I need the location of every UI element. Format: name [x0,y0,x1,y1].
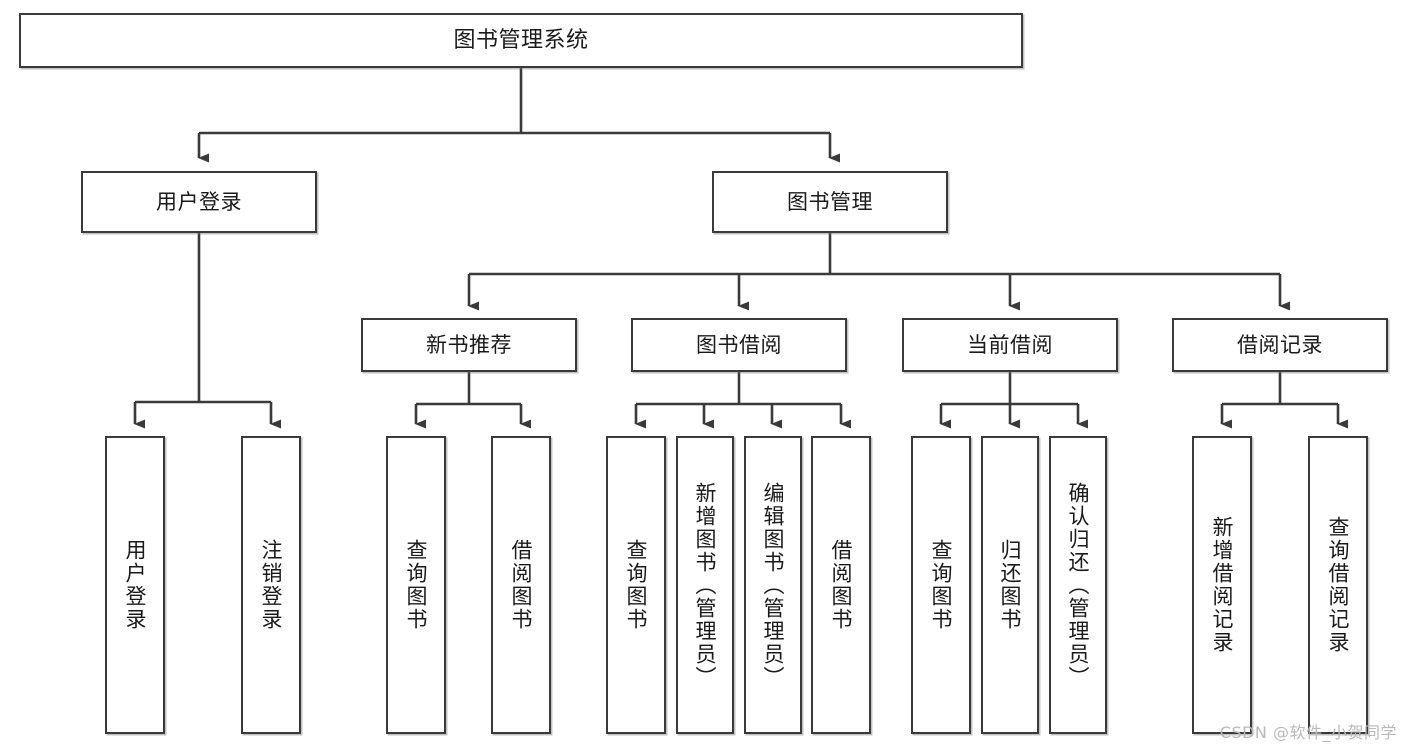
node-label: 新增借阅记录 [1210,516,1235,654]
node-leaf-borrow-book[interactable]: 借阅图书 [811,436,871,734]
node-label: 归还图书 [998,539,1023,631]
node-label: 注销登录 [259,539,284,631]
node-label: 新增图书（管理员） [693,481,718,689]
node-leaf-query-book-borrow[interactable]: 查询图书 [606,436,666,734]
node-leaf-add-borrow-record[interactable]: 新增借阅记录 [1192,436,1252,734]
node-label: 确认归还（管理员） [1066,481,1091,689]
node-label: 当前借阅 [967,332,1053,357]
node-label: 编辑图书（管理员） [761,481,786,689]
node-leaf-add-book-admin[interactable]: 新增图书（管理员） [676,436,734,734]
node-leaf-user-login[interactable]: 用户登录 [105,436,165,734]
node-leaf-query-book-current[interactable]: 查询图书 [911,436,971,734]
csdn-watermark: CSDN @软件_小贺同学 [1219,723,1397,742]
node-leaf-confirm-return-admin[interactable]: 确认归还（管理员） [1049,436,1107,734]
node-leaf-return-book[interactable]: 归还图书 [981,436,1039,734]
node-label: 图书管理系统 [453,27,589,53]
node-book-borrow[interactable]: 图书借阅 [631,318,847,372]
node-user-login[interactable]: 用户登录 [81,171,317,233]
node-label: 用户登录 [156,189,242,214]
node-label: 查询借阅记录 [1326,516,1351,654]
node-label: 借阅图书 [829,539,854,631]
node-root-book-management-system[interactable]: 图书管理系统 [19,13,1023,68]
node-leaf-borrow-book-recommend[interactable]: 借阅图书 [491,436,551,734]
node-leaf-query-borrow-record[interactable]: 查询借阅记录 [1308,436,1368,734]
node-leaf-query-book-recommend[interactable]: 查询图书 [386,436,446,734]
node-label: 查询图书 [404,539,429,631]
node-label: 用户登录 [123,539,148,631]
node-label: 借阅图书 [509,539,534,631]
node-book-management[interactable]: 图书管理 [712,171,948,233]
node-label: 图书管理 [787,189,873,214]
node-label: 新书推荐 [426,332,512,357]
node-new-book-recommend[interactable]: 新书推荐 [361,318,577,372]
node-leaf-logout[interactable]: 注销登录 [241,436,301,734]
node-borrow-record[interactable]: 借阅记录 [1172,318,1388,372]
node-label: 借阅记录 [1237,332,1323,357]
node-label: 图书借阅 [696,332,782,357]
node-label: 查询图书 [929,539,954,631]
node-current-borrow[interactable]: 当前借阅 [902,318,1118,372]
node-label: 查询图书 [624,539,649,631]
node-leaf-edit-book-admin[interactable]: 编辑图书（管理员） [744,436,802,734]
